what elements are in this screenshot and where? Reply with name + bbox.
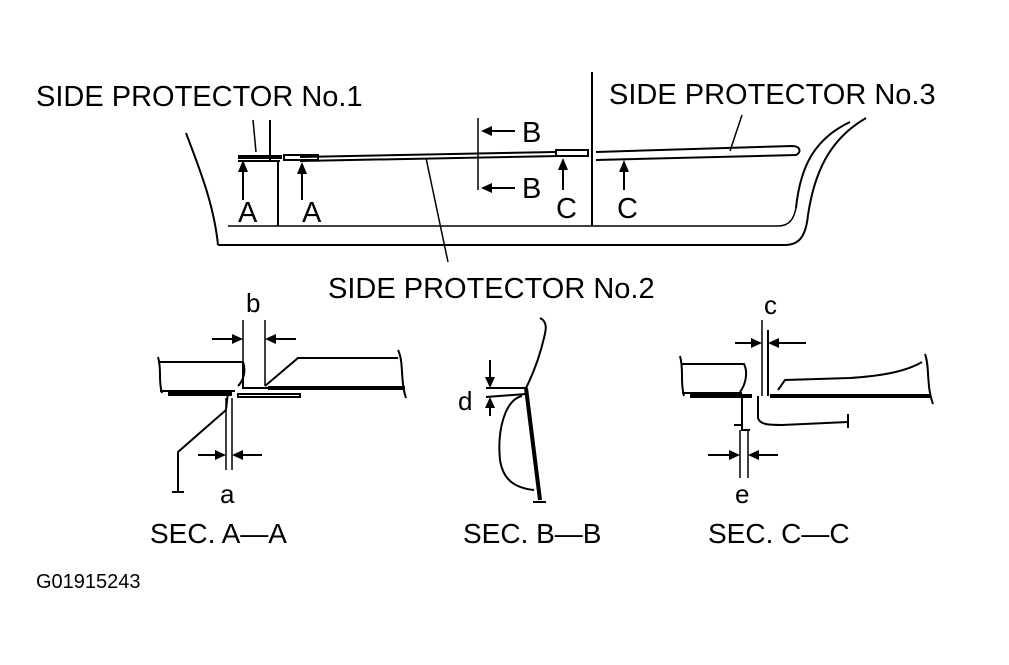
section-mark-a-right: A	[302, 197, 322, 229]
section-mark-b-bottom: B	[522, 173, 541, 205]
section-c-title: SEC. C—C	[708, 518, 850, 549]
section-a-drawing	[157, 320, 407, 493]
section-c-drawing	[679, 320, 934, 478]
section-a-title: SEC. A—A	[150, 518, 287, 549]
figure-code: G01915243	[36, 571, 141, 593]
section-mark-a-left: A	[238, 197, 258, 229]
section-mark-b-top: B	[522, 117, 541, 149]
section-mark-c-right: C	[617, 193, 638, 225]
section-a-dim-a: a	[220, 479, 235, 509]
vehicle-side-view	[185, 72, 867, 263]
section-c-dim-e: e	[735, 479, 749, 509]
section-b-drawing	[485, 317, 547, 503]
side-protector-3-label: SIDE PROTECTOR No.3	[609, 79, 936, 111]
section-b-dim-d: d	[458, 386, 472, 416]
side-protector-1-label: SIDE PROTECTOR No.1	[36, 81, 363, 113]
section-c-dim-c: c	[764, 290, 777, 320]
side-protector-2-label: SIDE PROTECTOR No.2	[328, 273, 655, 305]
section-a-dim-b: b	[246, 288, 260, 318]
section-b-title: SEC. B—B	[463, 518, 601, 549]
section-mark-c-left: C	[556, 193, 577, 225]
